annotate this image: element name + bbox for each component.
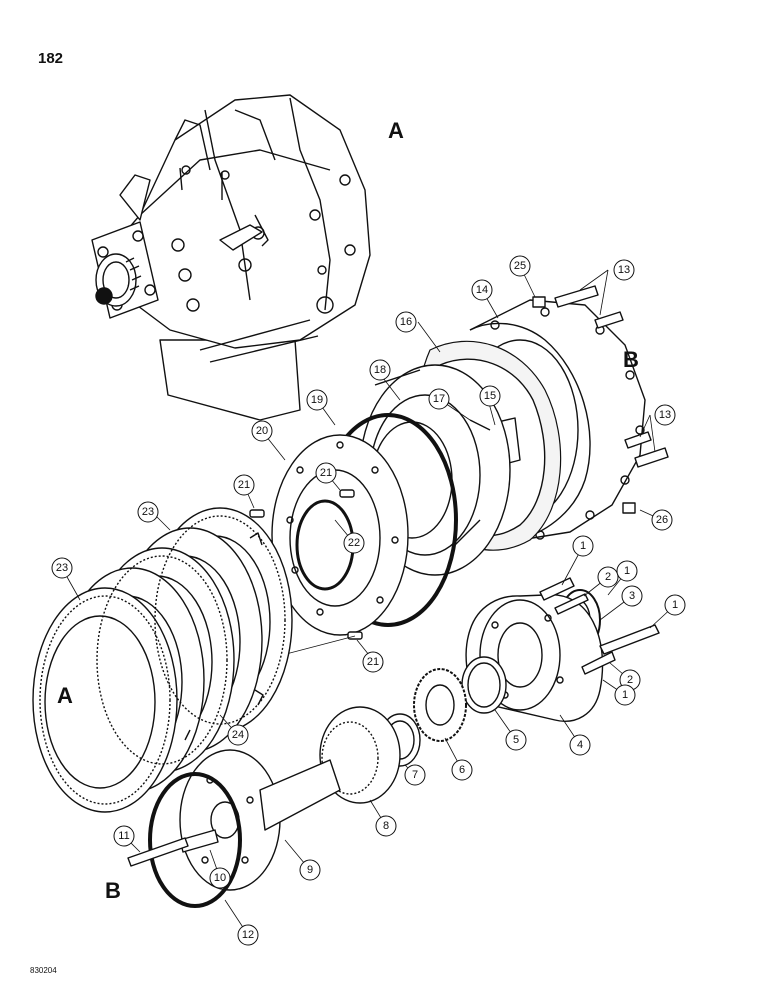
callout-2a: 2 xyxy=(605,571,611,583)
bolt-2b xyxy=(581,651,616,675)
screw-11 xyxy=(127,837,189,867)
dowel-pin-21a xyxy=(249,509,265,518)
callout-11: 11 xyxy=(118,830,129,842)
callout-9: 9 xyxy=(307,864,313,876)
shaft-9 xyxy=(179,749,341,891)
callout-5: 5 xyxy=(513,734,519,746)
dowel-pin-21b xyxy=(339,489,355,498)
callout-3: 3 xyxy=(629,590,635,602)
hub-8 xyxy=(319,706,401,804)
callout-1a: 1 xyxy=(580,540,586,552)
callout-14: 14 xyxy=(476,284,488,296)
callout-10: 10 xyxy=(214,872,226,884)
callout-4: 4 xyxy=(577,739,583,751)
callout-6: 6 xyxy=(459,764,465,776)
callout-13a: 13 xyxy=(618,264,630,276)
callout-1d: 1 xyxy=(622,689,628,701)
callout-17: 17 xyxy=(433,393,445,405)
callout-22: 22 xyxy=(348,537,360,549)
callout-13b: 13 xyxy=(659,409,671,421)
dowel-pin-21c xyxy=(347,631,363,640)
callout-16: 16 xyxy=(400,316,412,328)
callout-26: 26 xyxy=(656,514,668,526)
callout-15: 15 xyxy=(484,390,496,402)
bolt-13c xyxy=(624,431,652,449)
callout-8: 8 xyxy=(383,820,389,832)
bolt-13a xyxy=(554,285,599,308)
bolt-2a xyxy=(554,593,589,615)
clutch-disc-pack-23-24 xyxy=(32,507,293,813)
page-number: 182 xyxy=(38,50,64,67)
callout-20: 20 xyxy=(256,425,268,437)
callout-21a: 21 xyxy=(238,479,250,491)
seal-ring-12 xyxy=(148,772,242,908)
callout-21b: 21 xyxy=(320,467,332,479)
view-letter-b-right: B xyxy=(623,347,639,372)
view-letter-a-left: A xyxy=(57,683,73,708)
callout-7: 7 xyxy=(412,769,418,781)
ring-5 xyxy=(461,656,507,714)
callout-23b: 23 xyxy=(56,562,68,574)
callout-2b: 2 xyxy=(627,674,633,686)
reaction-plate-20 xyxy=(271,434,409,636)
view-letter-b-bottom: B xyxy=(105,878,121,903)
bolt-1b xyxy=(599,624,660,655)
gear-6 xyxy=(413,668,467,742)
callout-21c: 21 xyxy=(367,656,379,668)
callout-19: 19 xyxy=(311,394,323,406)
callout-1b: 1 xyxy=(624,565,630,577)
document-code: 830204 xyxy=(30,966,57,975)
callout-24: 24 xyxy=(232,729,244,741)
callout-1c: 1 xyxy=(672,599,678,611)
callout-23a: 23 xyxy=(142,506,154,518)
callout-12: 12 xyxy=(242,929,254,941)
transmission-housing-illustration xyxy=(91,94,371,421)
bolt-1a xyxy=(539,577,575,601)
callout-18: 18 xyxy=(374,364,386,376)
plug-25 xyxy=(532,296,546,308)
bolt-13b xyxy=(594,311,624,329)
callout-25: 25 xyxy=(514,260,526,272)
plug-26 xyxy=(622,502,636,514)
view-letter-a-top: A xyxy=(388,118,404,143)
